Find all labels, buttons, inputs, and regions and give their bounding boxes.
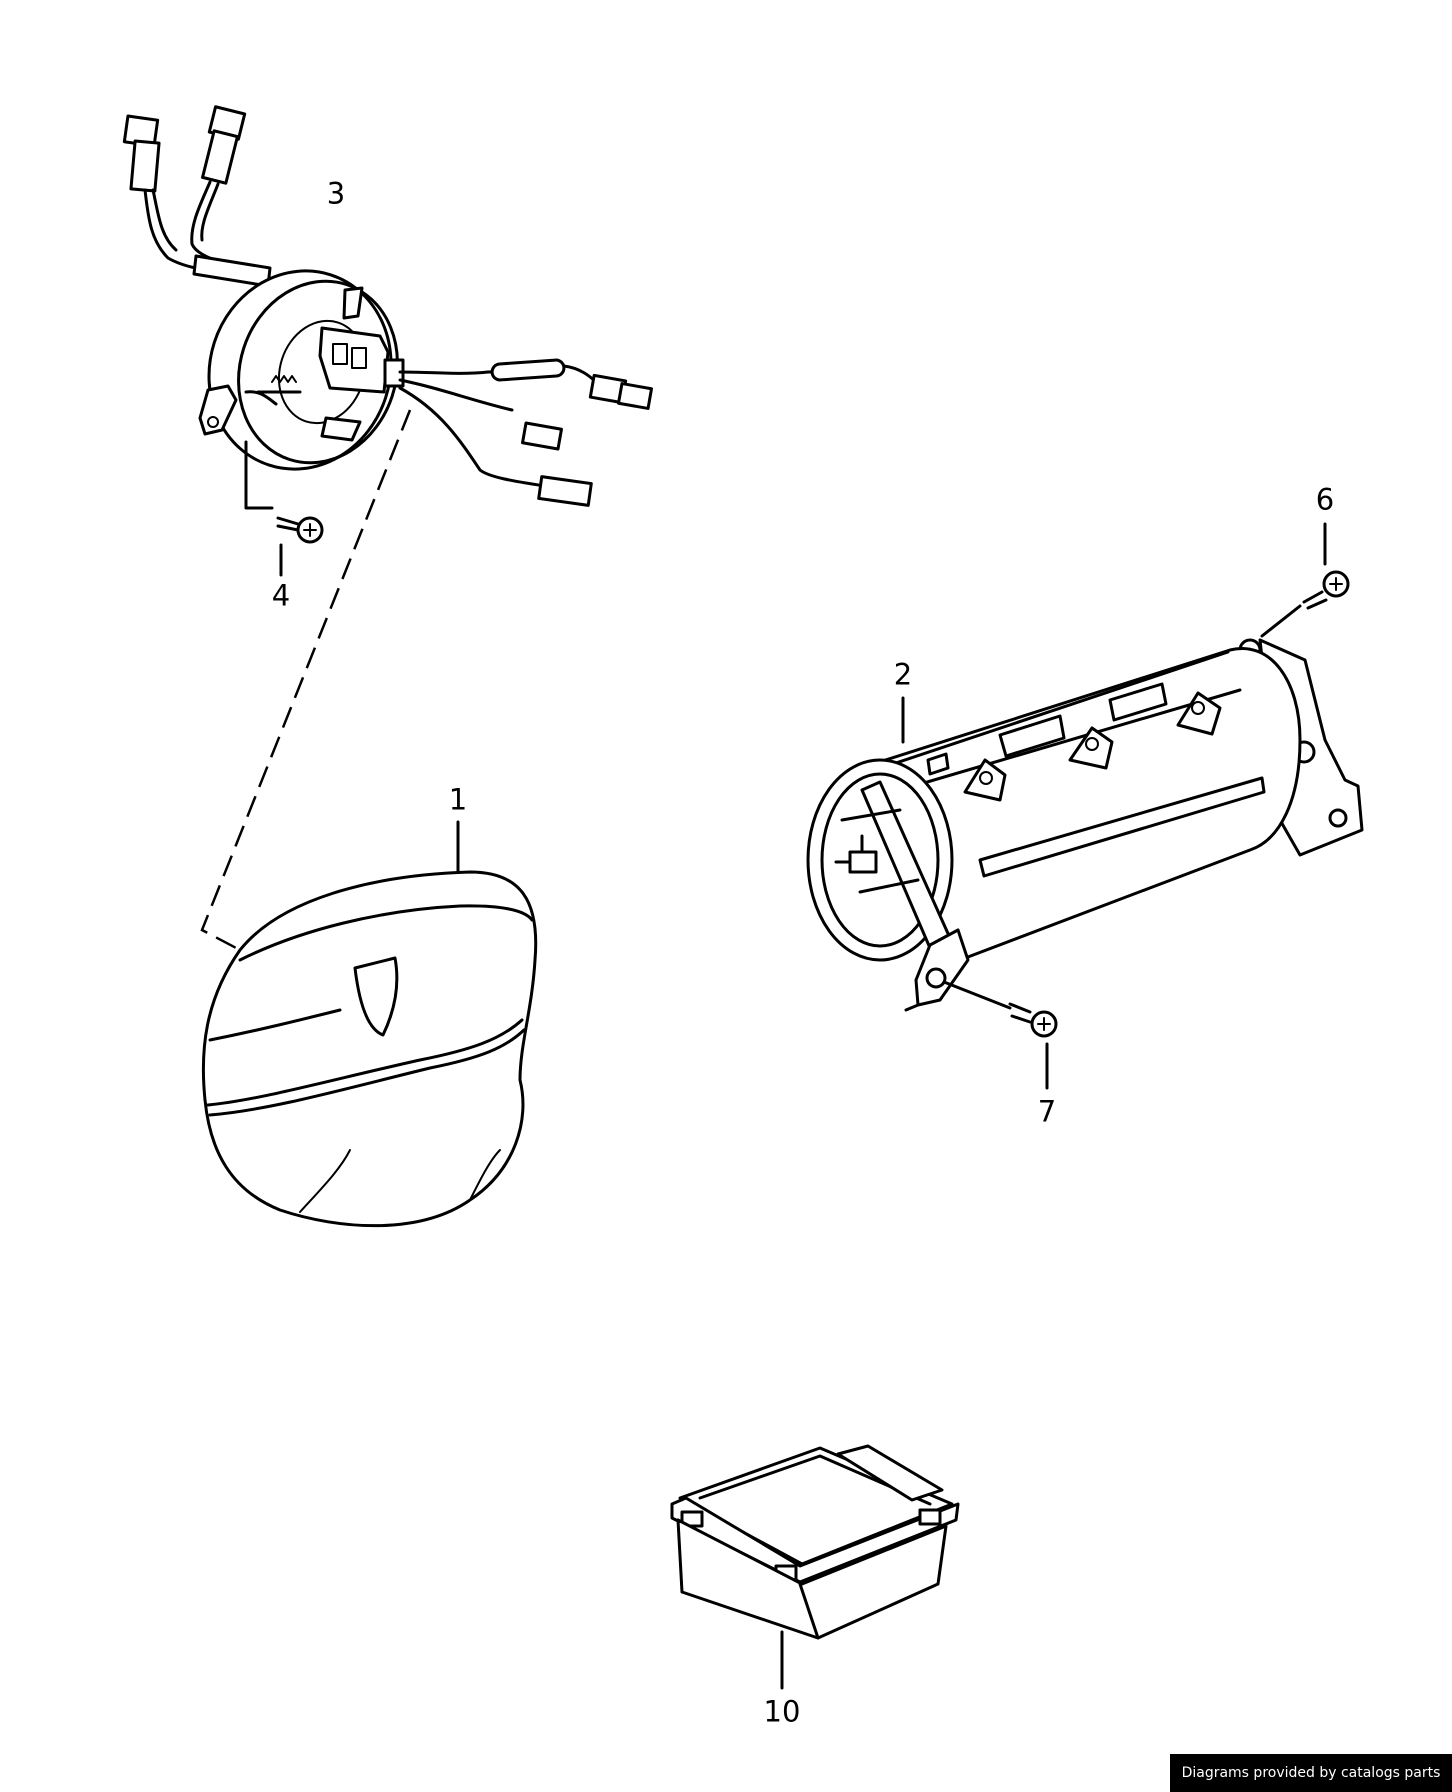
callout-7: 7 [1037,1094,1057,1129]
callout-1: 1 [448,782,468,817]
clock-spring-drawing [122,105,654,510]
screw-7-drawing [942,980,1058,1090]
control-unit-drawing [670,1444,960,1690]
screw-6-drawing [1260,522,1350,638]
callout-2: 2 [893,657,913,692]
passenger-airbag-drawing [806,638,1364,1012]
assembly-dashed-line [200,409,412,952]
callout-4: 4 [271,578,291,613]
diagram-credit-badge: Diagrams provided by catalogs parts [1170,1754,1452,1792]
airbag-module-drawing [201,820,538,1228]
screw-4-drawing [276,516,324,577]
diagram-credit-text: Diagrams provided by catalogs parts [1181,1765,1441,1781]
callout-3: 3 [326,176,346,211]
callout-6: 6 [1315,482,1335,517]
callout-10: 10 [763,1694,801,1729]
